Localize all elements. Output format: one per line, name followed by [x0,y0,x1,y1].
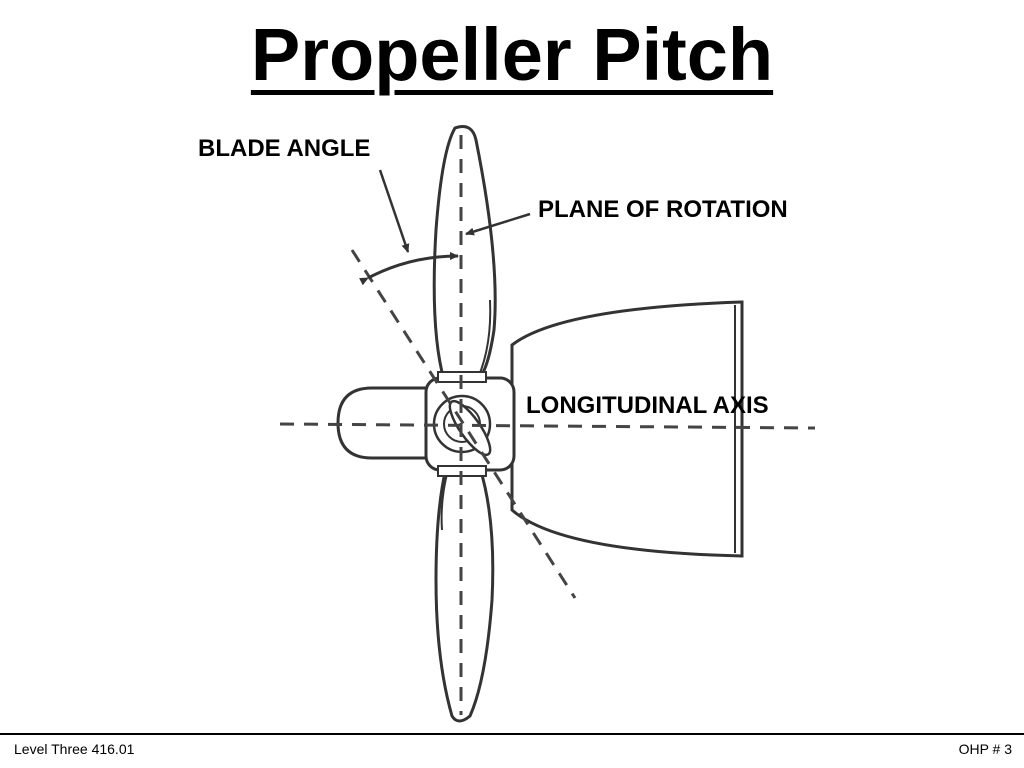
footer-course-label: Level Three 416.01 [14,741,135,757]
lower-blade [434,466,495,723]
longitudinal-axis-label: LONGITUDINAL AXIS [526,392,769,419]
blade-chord-line [350,249,577,599]
upper-blade [432,125,497,382]
plane-of-rotation-label: PLANE OF ROTATION [538,196,788,223]
blade-angle-label: BLADE ANGLE [198,135,371,162]
plane-of-rotation-leader [465,212,531,236]
slide-title: Propeller Pitch [250,13,774,96]
blade-angle-arc [359,252,459,286]
longitudinal-axis-line [279,422,816,430]
blade-angle-leader [378,169,410,253]
nacelle-housing [510,300,744,558]
footer-divider [0,733,1024,735]
footer-slide-number: OHP # 3 [958,741,1012,757]
spinner [336,386,434,460]
